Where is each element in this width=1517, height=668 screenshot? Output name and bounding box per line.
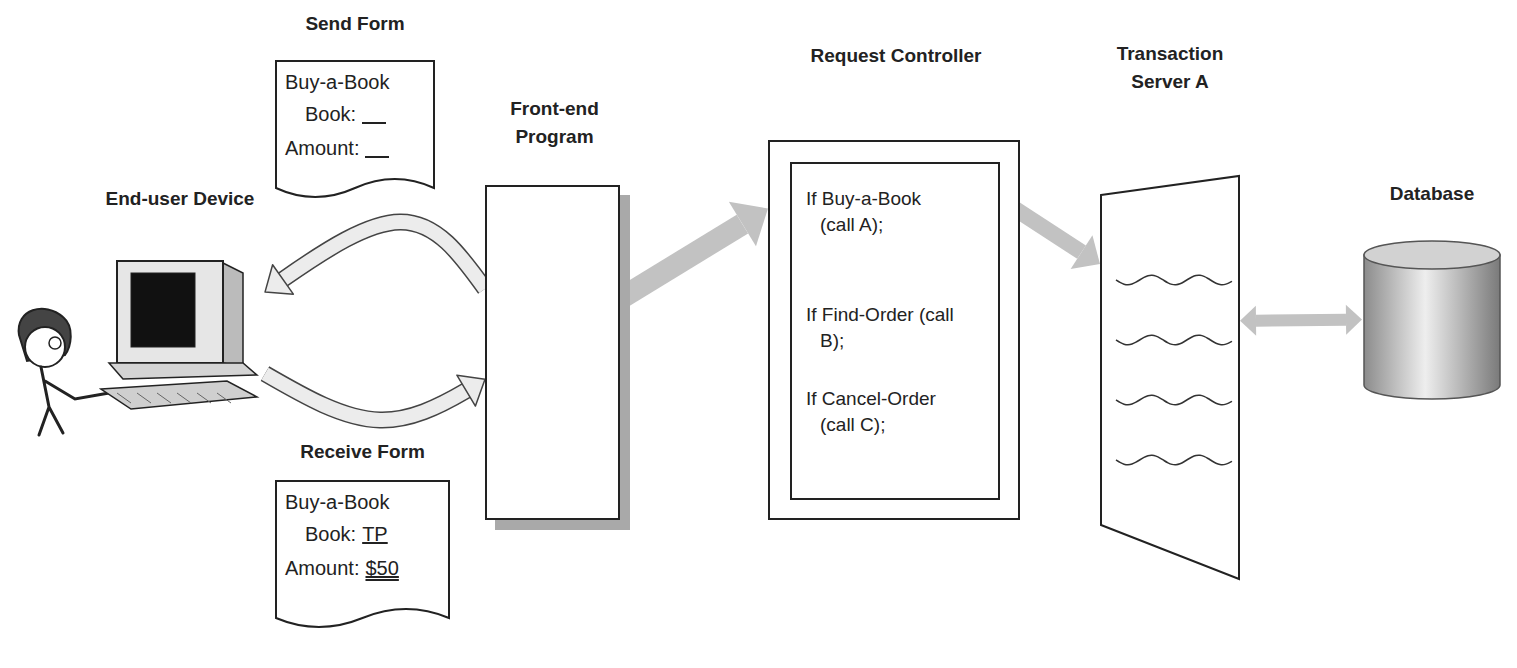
text-slot: Transaction Server A <box>1090 40 1250 96</box>
form-field: Book: <box>305 522 356 546</box>
text-slot: If Buy-a-Book (call A); <box>806 186 956 238</box>
flow-arrow <box>265 222 485 294</box>
node-outline <box>1100 175 1240 580</box>
arrow-head <box>1240 306 1256 336</box>
form-field: Amount: <box>285 556 359 580</box>
arrow-head <box>265 265 293 294</box>
text-slot: Amount: <box>285 556 359 580</box>
arrow-outline <box>265 374 485 420</box>
monitor-screen <box>131 273 195 347</box>
routing-rule: If Cancel-Order (call C); <box>806 386 956 438</box>
text-slot: Database <box>1362 180 1502 208</box>
keyboard-key <box>157 393 171 403</box>
person-body <box>39 367 109 435</box>
text-slot: $50 <box>365 556 398 580</box>
arrow-shaft <box>265 222 485 292</box>
form-field: Book: <box>305 102 356 126</box>
person-glasses <box>49 337 61 349</box>
keyboard-key <box>137 393 151 403</box>
arrow-head <box>1346 305 1362 335</box>
arrow-head <box>1071 235 1100 269</box>
arrow-head <box>457 375 485 406</box>
form-document: Send FormBuy-a-BookBook:Amount: <box>275 60 435 200</box>
controller-label: Request Controller <box>770 42 1022 70</box>
text-slot: Receive Form <box>275 438 450 466</box>
transaction-server: Transaction Server A <box>1100 175 1240 580</box>
form-heading: Buy-a-Book <box>285 490 390 514</box>
text-slot: TP <box>362 522 388 546</box>
form-field: Amount: <box>285 136 359 160</box>
blank-field <box>362 122 386 124</box>
person-head <box>25 327 65 367</box>
text-slot: Request Controller <box>770 42 1022 70</box>
arrow-shaft <box>1240 320 1362 321</box>
controller-box: Request ControllerIf Buy-a-Book (call A)… <box>768 140 1020 520</box>
code-line <box>1116 395 1232 405</box>
text-slot: Book: <box>305 522 356 546</box>
program-box: Front-end Program <box>485 185 620 520</box>
form-heading: Buy-a-Book <box>285 70 390 94</box>
arrow-head <box>729 202 768 246</box>
text-slot: Send Form <box>275 10 435 38</box>
keyboard-key <box>177 393 191 403</box>
node-outline <box>1362 180 1502 405</box>
flow-arrow <box>620 202 768 299</box>
text-slot: Buy-a-Book <box>285 490 390 514</box>
arrow-outline <box>265 222 485 292</box>
database-label: Database <box>1362 180 1502 208</box>
computer-base <box>109 363 257 379</box>
text-slot: End-user Device <box>100 185 260 213</box>
keyboard <box>101 381 257 409</box>
text-slot: Book: <box>305 102 356 126</box>
form-title: Send Form <box>275 10 435 38</box>
routing-rules-box: If Buy-a-Book (call A); If Find-Order (ca… <box>790 162 1000 500</box>
form-title: Receive Form <box>275 438 450 466</box>
database-cylinder: Database <box>1362 180 1502 405</box>
blank-field <box>365 156 389 158</box>
text-slot: If Find-Order (call B); <box>806 302 956 354</box>
text-slot: Buy-a-Book <box>285 70 390 94</box>
text-slot: If Cancel-Order (call C); <box>806 386 956 438</box>
text-slot: Amount: <box>285 136 359 160</box>
keyboard-key <box>197 393 211 403</box>
form-value: $50 <box>365 556 398 580</box>
code-line <box>1116 335 1232 345</box>
flow-arrow <box>1240 305 1362 336</box>
flow-arrow <box>265 374 485 420</box>
keyboard-key <box>117 393 131 403</box>
node-outline <box>5 185 265 440</box>
code-line <box>1116 275 1232 285</box>
routing-rule: If Buy-a-Book (call A); <box>806 186 956 238</box>
end-user-device: End-user Device <box>5 185 265 440</box>
text-slot: Front-end Program <box>482 95 627 151</box>
code-line <box>1116 455 1232 465</box>
form-value: TP <box>362 522 388 546</box>
document-outline <box>276 61 434 197</box>
monitor <box>117 261 223 363</box>
arrow-shaft <box>265 374 485 420</box>
server-label: Transaction Server A <box>1090 40 1250 96</box>
server-page <box>1101 176 1239 579</box>
cylinder-top <box>1364 241 1500 269</box>
keyboard-key <box>217 393 231 403</box>
device-label: End-user Device <box>100 185 260 213</box>
routing-rule: If Find-Order (call B); <box>806 302 956 354</box>
cylinder-body <box>1364 255 1500 399</box>
monitor-side <box>223 263 243 367</box>
document-outline <box>276 481 449 627</box>
form-document: Receive FormBuy-a-BookBook:TPAmount:$50 <box>275 480 450 630</box>
program-label: Front-end Program <box>482 95 627 151</box>
